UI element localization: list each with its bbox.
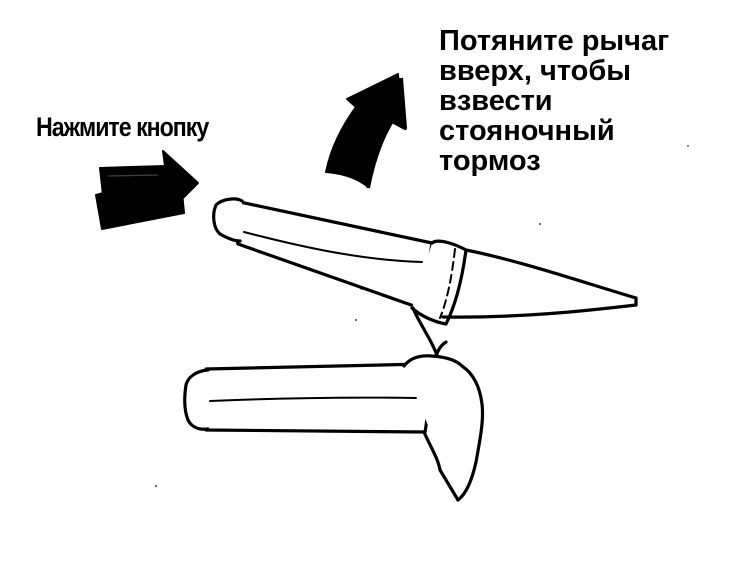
pull-lever-label-line: стояночный — [439, 115, 615, 147]
right-arrow-icon — [95, 150, 199, 230]
resting-lever — [183, 340, 485, 502]
raised-lever — [212, 197, 638, 360]
pull-lever-label-line: взвести — [439, 85, 553, 117]
press-button-label: Нажмите кнопку — [36, 112, 209, 142]
print-speck — [155, 145, 689, 487]
pull-lever-label-line: Потяните рычаг — [439, 25, 670, 57]
curved-up-arrow-icon — [325, 73, 407, 189]
pull-lever-label-line: вверх, чтобы — [439, 55, 632, 87]
pull-lever-label: Потяните рычаг вверх, чтобы взвести стоя… — [439, 26, 669, 176]
pull-lever-label-line: тормоз — [439, 145, 541, 177]
